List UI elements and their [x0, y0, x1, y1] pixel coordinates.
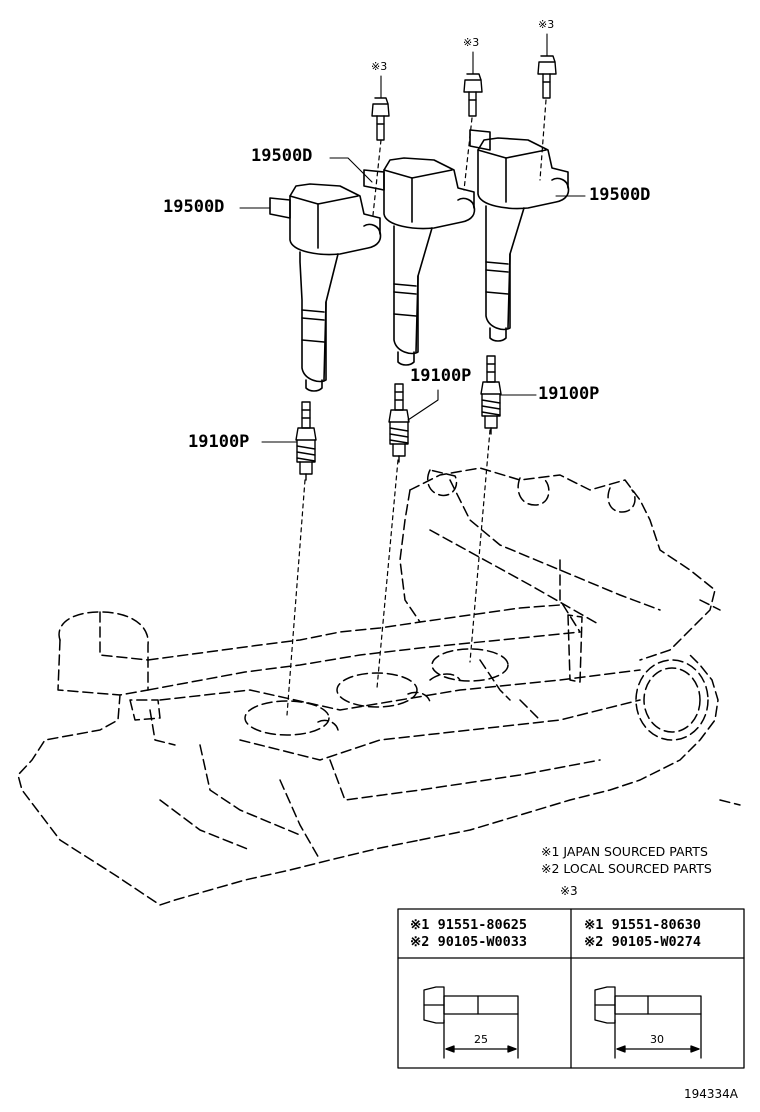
diagram-id: 194334A: [684, 1087, 739, 1101]
bolt-table-col1-row1: ※1 91551-80625: [410, 917, 527, 933]
bolt-length-25: 25: [474, 1033, 488, 1046]
bolt-right: [537, 55, 557, 99]
bolt-left: [371, 97, 390, 141]
bolt-mark-left: ※3: [371, 60, 388, 73]
spark-plug-right: [480, 355, 502, 435]
cylinder-head-outline: [17, 467, 741, 906]
note-japan-sourced: ※1 JAPAN SOURCED PARTS: [541, 844, 708, 859]
bolt-mark-center: ※3: [463, 36, 480, 49]
spark-plug-left: [295, 401, 317, 481]
table-bolt-25: [423, 986, 519, 1059]
bolt-center: [463, 73, 483, 117]
callout-coil-left: 19500D: [163, 197, 225, 217]
bolt-length-30: 30: [650, 1033, 664, 1046]
leader-lines: [239, 33, 586, 443]
bolt-table-col1-row2: ※2 90105-W0033: [410, 934, 527, 950]
bolt-table-col2-row2: ※2 90105-W0274: [584, 934, 701, 950]
bolt-spec-table: [397, 908, 745, 1069]
note-local-sourced: ※2 LOCAL SOURCED PARTS: [541, 861, 712, 876]
ignition-coil-center: [363, 157, 476, 366]
bolt-mark-right: ※3: [538, 18, 555, 31]
callout-coil-center: 19500D: [251, 146, 313, 166]
callout-plug-right: 19100P: [538, 384, 600, 404]
table-bolt-30: [594, 986, 702, 1059]
ignition-coil-left: [269, 183, 382, 392]
ignition-coil-right: [469, 129, 570, 342]
callout-plug-center: 19100P: [410, 366, 472, 386]
callout-plug-left: 19100P: [188, 432, 250, 452]
callout-coil-right: 19500D: [589, 185, 651, 205]
table-mark: ※3: [560, 884, 578, 898]
spark-plug-center: [388, 383, 410, 463]
bolt-table-col2-row1: ※1 91551-80630: [584, 917, 701, 933]
